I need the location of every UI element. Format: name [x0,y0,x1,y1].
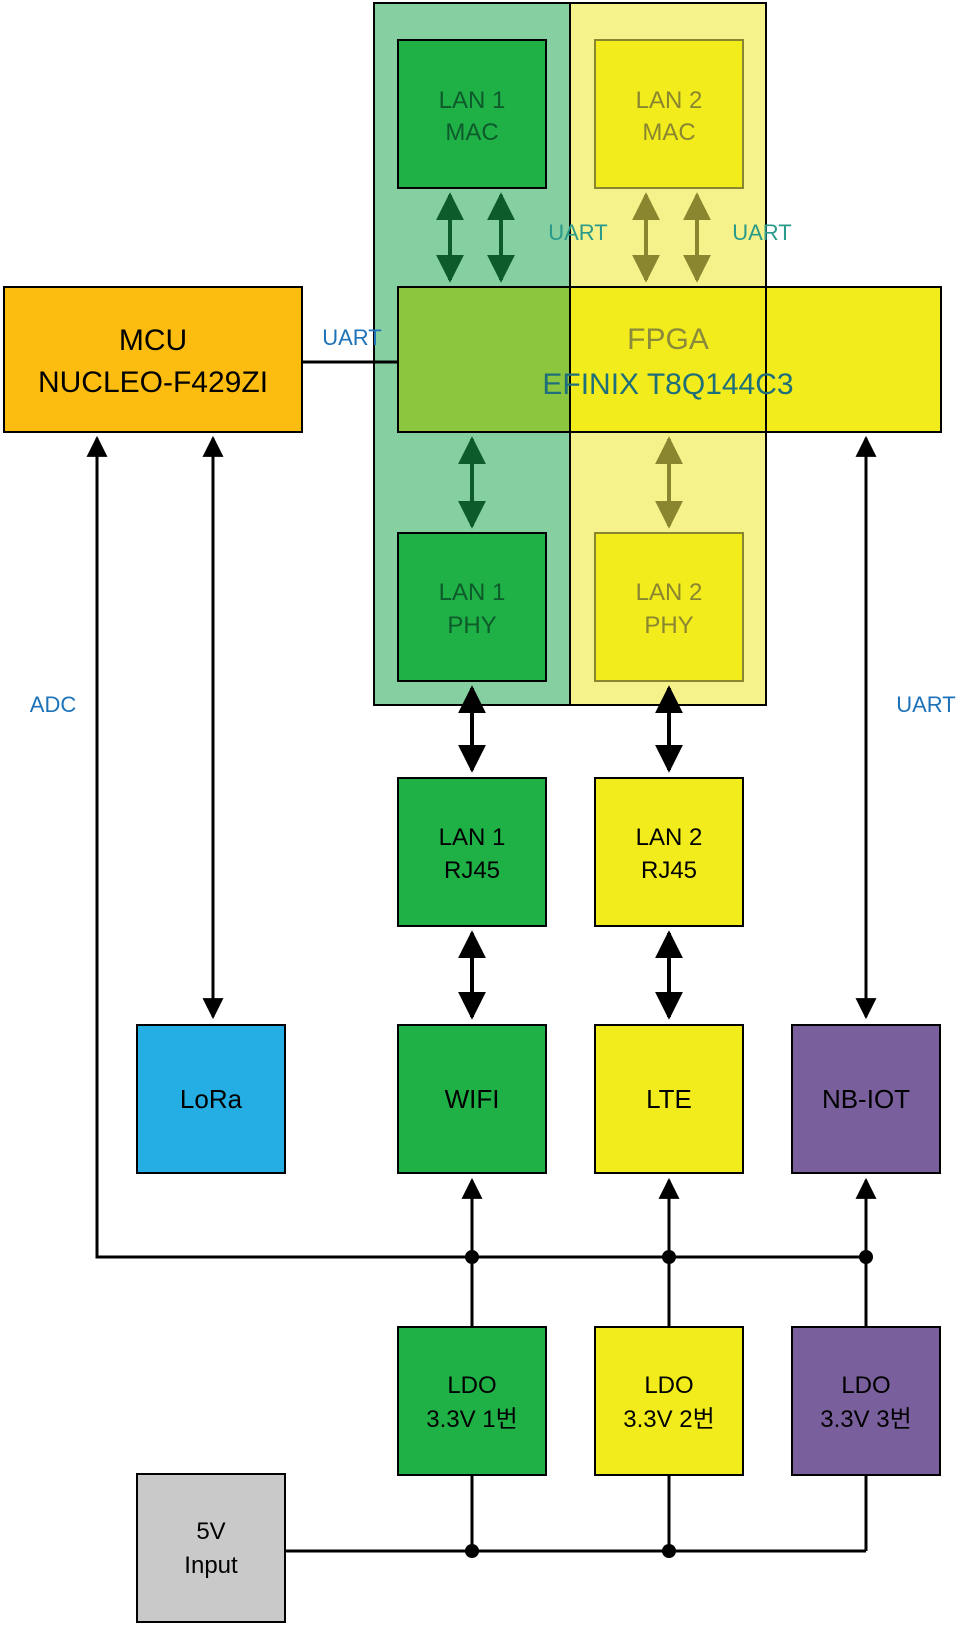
mcu-title: MCU [119,324,187,357]
ldo1-line2: 3.3V 1번 [426,1406,517,1433]
lora-label: LoRa [180,1084,243,1114]
lan1-rj45-block [397,777,547,927]
lan1-rj45-line2: RJ45 [444,857,500,884]
uart-label-lan2: UART [732,220,792,245]
lan1-phy-line1: LAN 1 [439,579,506,606]
lan2-rj45-block [594,777,744,927]
junction-dot [662,1250,676,1264]
junction-dot [859,1250,873,1264]
junction-dot [465,1544,479,1558]
ldo2-line2: 3.3V 2번 [623,1406,714,1433]
lan1-mac-block [397,39,547,189]
ldo3-line1: LDO [841,1372,890,1399]
fpga-block-left [397,286,571,433]
ldo1-line1: LDO [447,1372,496,1399]
lora-block [136,1024,286,1174]
fpga-title: FPGA [627,323,709,356]
lan2-mac-line1: LAN 2 [636,87,703,114]
fpga-part: EFINIX T8Q144C3 [542,368,793,401]
wifi-label: WIFI [445,1084,500,1114]
mcu-part: NUCLEO-F429ZI [38,366,268,399]
junction-dot [465,1250,479,1264]
uart-label-nbiot: UART [896,692,956,717]
mcu-block [3,286,303,433]
adc-bus-line [86,435,866,1259]
input-5v-line2: Input [184,1552,238,1579]
ldo3-line2: 3.3V 3번 [820,1406,911,1433]
lan2-mac-block [594,39,744,189]
ldo3-block [791,1326,941,1476]
lan1-mac-line2: MAC [445,119,498,146]
lan2-phy-block [594,532,744,682]
uart-label-lan1: UART [548,220,608,245]
nbiot-block [791,1024,941,1174]
lan1-rj45-line1: LAN 1 [439,824,506,851]
junction-dot [662,1544,676,1558]
uart-label-mcu: UART [322,325,382,350]
lan2-rj45-line1: LAN 2 [636,824,703,851]
input-5v-line1: 5V [196,1518,225,1545]
ldo1-block [397,1326,547,1476]
wifi-block [397,1024,547,1174]
lte-block [594,1024,744,1174]
ldo2-line1: LDO [644,1372,693,1399]
adc-label: ADC [30,692,77,717]
lan2-phy-line2: PHY [644,612,693,639]
ldo2-block [594,1326,744,1476]
fpga-block-right [569,286,942,433]
lan1-phy-line2: PHY [447,612,496,639]
lte-label: LTE [646,1084,692,1114]
lan2-rj45-line2: RJ45 [641,857,697,884]
lan2-mac-line2: MAC [642,119,695,146]
lan1-mac-line1: LAN 1 [439,87,506,114]
input-5v-block [136,1473,286,1623]
nbiot-label: NB-IOT [822,1084,910,1114]
lan2-phy-line1: LAN 2 [636,579,703,606]
lan1-phy-block [397,532,547,682]
